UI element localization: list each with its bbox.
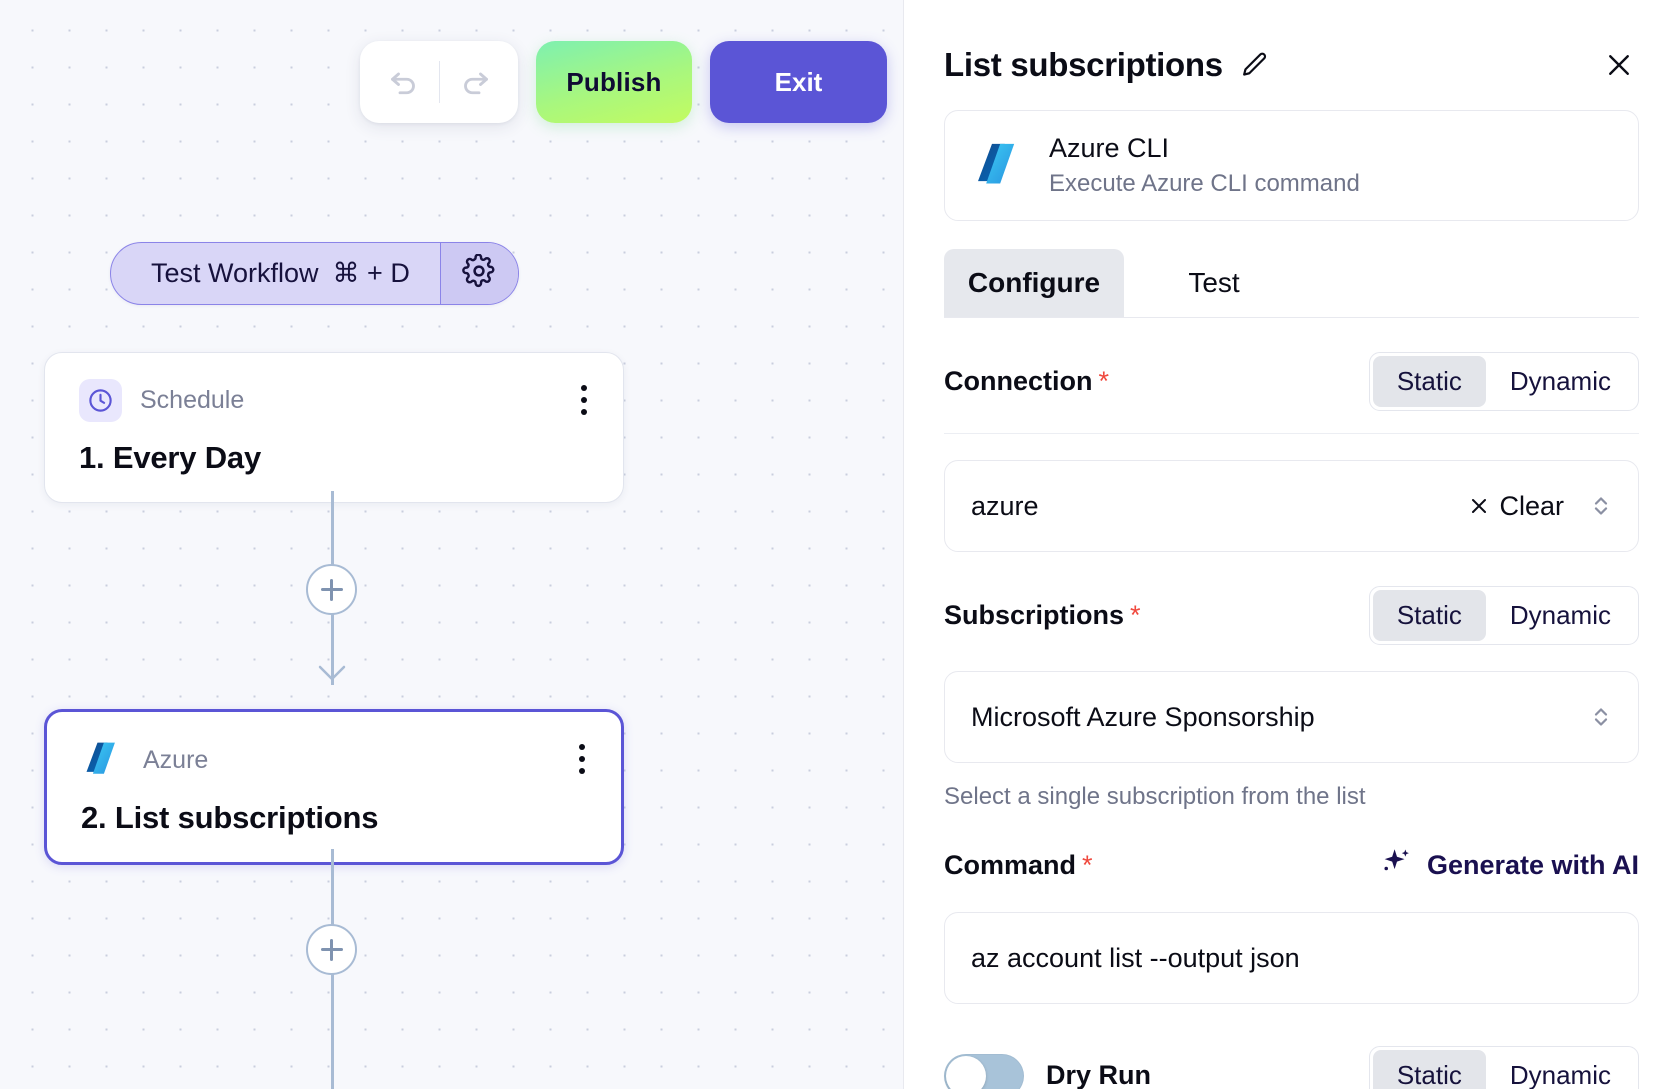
clock-icon xyxy=(79,379,122,422)
subscriptions-field-row: Subscriptions* Static Dynamic xyxy=(944,586,1639,646)
redo-arrow-icon xyxy=(458,62,494,103)
exit-button[interactable]: Exit xyxy=(710,41,887,123)
node-title: 2. List subscriptions xyxy=(81,800,379,835)
kebab-menu-icon[interactable] xyxy=(575,383,593,417)
close-icon xyxy=(1472,499,1487,514)
chevron-up-down-icon[interactable] xyxy=(1590,491,1612,521)
subscriptions-helper-text: Select a single subscription from the li… xyxy=(944,783,1366,811)
dry-run-label: Dry Run xyxy=(1046,1060,1152,1089)
required-marker: * xyxy=(1130,600,1141,631)
generate-with-ai-label: Generate with AI xyxy=(1426,850,1639,881)
subscriptions-mode-toggle: Static Dynamic xyxy=(1368,586,1639,646)
app-info-text: Azure CLI Execute Azure CLI command xyxy=(1049,133,1360,198)
command-input[interactable]: az account list --output json xyxy=(944,912,1639,1005)
test-workflow-button[interactable]: Test Workflow ⌘ + D xyxy=(110,242,519,305)
add-step-button[interactable] xyxy=(306,924,357,975)
panel-header: List subscriptions xyxy=(904,0,1679,92)
azure-logo-icon xyxy=(971,138,1027,194)
dry-run-mode-static[interactable]: Static xyxy=(1372,1050,1486,1089)
connection-clear-label: Clear xyxy=(1499,490,1564,521)
dry-run-row: Dry Run Static Dynamic xyxy=(944,1046,1639,1089)
undo-button[interactable] xyxy=(367,41,439,123)
undo-redo-group xyxy=(360,41,518,123)
dry-run-toggle-group: Dry Run xyxy=(944,1053,1152,1089)
subscriptions-mode-dynamic[interactable]: Dynamic xyxy=(1509,600,1611,631)
command-field-row: Command* Generate with AI xyxy=(944,845,1639,886)
config-form: Connection* Static Dynamic azure Clear xyxy=(904,352,1679,1089)
node-kind-label: Azure xyxy=(143,745,209,774)
command-label-text: Command xyxy=(944,850,1077,881)
pencil-icon[interactable] xyxy=(1239,50,1270,81)
azure-logo-icon xyxy=(81,738,125,782)
test-workflow-settings-button[interactable] xyxy=(439,243,518,304)
sparkle-ai-icon xyxy=(1379,845,1413,886)
test-workflow-label: Test Workflow xyxy=(151,258,319,288)
subscriptions-label-text: Subscriptions xyxy=(944,600,1125,631)
dry-run-switch[interactable] xyxy=(944,1053,1024,1089)
canvas-toolbar: Publish Exit xyxy=(360,41,887,123)
publish-button[interactable]: Publish xyxy=(536,41,692,123)
field-divider xyxy=(944,433,1639,435)
app-info-card: Azure CLI Execute Azure CLI command xyxy=(944,110,1639,221)
test-workflow-label-wrap: Test Workflow ⌘ + D xyxy=(111,243,440,304)
subscriptions-value: Microsoft Azure Sponsorship xyxy=(971,701,1315,732)
connection-select[interactable]: azure Clear xyxy=(944,460,1639,553)
test-workflow-shortcut: ⌘ + D xyxy=(332,258,410,288)
connection-value: azure xyxy=(971,490,1039,521)
node-kind-label: Schedule xyxy=(140,386,245,414)
workflow-node-schedule[interactable]: Schedule 1. Every Day xyxy=(44,352,624,503)
required-marker: * xyxy=(1098,366,1110,396)
workflow-canvas[interactable]: Publish Exit Test Workflow ⌘ + D xyxy=(0,0,903,1089)
connection-mode-static[interactable]: Static xyxy=(1372,356,1486,407)
chevron-up-down-icon[interactable] xyxy=(1590,702,1612,732)
node-header: Schedule xyxy=(79,379,593,422)
subscriptions-label: Subscriptions* xyxy=(944,600,1141,631)
gear-icon xyxy=(462,253,496,293)
app-description: Execute Azure CLI command xyxy=(1049,170,1360,197)
panel-tabs: Configure Test xyxy=(944,249,1639,318)
dry-run-mode-dynamic[interactable]: Dynamic xyxy=(1509,1060,1611,1089)
connection-label: Connection* xyxy=(944,366,1109,397)
connection-label-text: Connection xyxy=(944,366,1093,396)
add-step-button[interactable] xyxy=(306,564,357,615)
generate-with-ai-button[interactable]: Generate with AI xyxy=(1379,845,1639,886)
close-icon[interactable] xyxy=(1599,45,1639,85)
connector-arrow-icon xyxy=(318,665,346,681)
dry-run-mode-toggle: Static Dynamic xyxy=(1368,1046,1639,1089)
tab-test[interactable]: Test xyxy=(1188,267,1240,298)
connection-field-row: Connection* Static Dynamic xyxy=(944,352,1639,411)
node-header: Azure xyxy=(81,738,591,782)
page-title: List subscriptions xyxy=(944,46,1223,83)
toolbar-divider xyxy=(438,61,440,103)
connection-mode-toggle: Static Dynamic xyxy=(1368,352,1639,411)
tab-configure[interactable]: Configure xyxy=(944,249,1124,317)
command-label: Command* xyxy=(944,850,1093,881)
command-value: az account list --output json xyxy=(971,942,1300,973)
undo-arrow-icon xyxy=(385,62,421,103)
kebab-menu-icon[interactable] xyxy=(573,742,591,776)
subscriptions-mode-static[interactable]: Static xyxy=(1372,590,1486,642)
app-name: Azure CLI xyxy=(1049,133,1170,163)
node-title: 1. Every Day xyxy=(79,440,262,475)
redo-button[interactable] xyxy=(440,41,512,123)
required-marker: * xyxy=(1082,850,1093,881)
subscriptions-select[interactable]: Microsoft Azure Sponsorship xyxy=(944,671,1639,764)
connection-clear-button[interactable]: Clear xyxy=(1467,491,1564,522)
switch-knob xyxy=(946,1055,986,1089)
connection-mode-dynamic[interactable]: Dynamic xyxy=(1509,366,1611,396)
node-config-panel: List subscriptions xyxy=(903,0,1679,1089)
workflow-node-azure[interactable]: Azure 2. List subscriptions xyxy=(44,709,624,865)
